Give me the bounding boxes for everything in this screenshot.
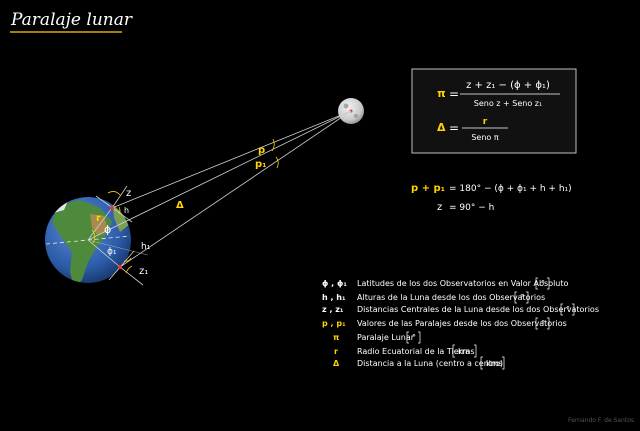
legend-text: Radio Ecuatorial de la Tierra bbox=[357, 347, 470, 356]
legend-unit: kms bbox=[458, 347, 475, 356]
legend-item: r Radio Ecuatorial de la Tierra kms bbox=[334, 344, 477, 358]
equation-1-rhs: = 180° − (ϕ + ϕ₁ + h + h₁) bbox=[449, 184, 572, 194]
formula-eq-2: = bbox=[449, 121, 459, 135]
legend-symbol: h , h₁ bbox=[322, 293, 346, 302]
arc-h bbox=[118, 206, 121, 215]
legend-unit: ° bbox=[541, 319, 545, 328]
legend-text: Distancias Centrales de la Luna desde lo… bbox=[357, 305, 599, 314]
arc-h1 bbox=[123, 257, 132, 262]
formula-eq-1: = bbox=[449, 87, 459, 101]
zenith-line-upper bbox=[111, 185, 128, 209]
label-z1: z₁ bbox=[139, 266, 148, 277]
legend-unit: ° bbox=[520, 293, 524, 302]
sight-line-center bbox=[87, 110, 352, 241]
legend-symbol: Δ bbox=[333, 359, 340, 368]
observatory-lower bbox=[118, 265, 122, 269]
arc-p bbox=[271, 138, 275, 152]
label-phi1: ϕ₁ bbox=[107, 247, 117, 257]
arc-p1 bbox=[275, 156, 279, 169]
zenith-line-lower bbox=[119, 266, 144, 286]
formula-numerator-1: z + z₁ − (ϕ + ϕ₁) bbox=[466, 80, 550, 91]
equation-2-rhs: = 90° − h bbox=[449, 203, 494, 213]
legend-unit: ° bbox=[541, 279, 545, 288]
legend-symbol: π bbox=[333, 333, 339, 342]
formula-pi-symbol: π bbox=[437, 87, 446, 100]
label-h: h bbox=[124, 206, 129, 215]
arc-z bbox=[107, 191, 121, 196]
legend-item: z , z₁ Distancias Centrales de la Luna d… bbox=[322, 303, 599, 316]
legend-text: Alturas de la Luna desde los dos Observa… bbox=[357, 293, 545, 302]
observatory-upper bbox=[110, 206, 114, 210]
legend-item: Δ Distancia a la Luna (centro a centro) … bbox=[333, 356, 505, 370]
legend-symbol: z , z₁ bbox=[322, 305, 344, 314]
label-z: z bbox=[126, 188, 131, 199]
label-delta: Δ bbox=[176, 200, 184, 211]
legend-unit: kms bbox=[486, 359, 503, 368]
legend-item: π Paralaje Lunar ° bbox=[333, 331, 421, 344]
formula-denominator-2: Seno π bbox=[471, 133, 499, 142]
arc-z1 bbox=[125, 265, 133, 274]
formula-denominator-1: Seno z + Seno z₁ bbox=[474, 99, 542, 108]
legend-symbol: ϕ , ϕ₁ bbox=[322, 279, 347, 288]
legend-text: Valores de las Paralajes desde los dos O… bbox=[357, 319, 567, 328]
label-p1: p₁ bbox=[255, 159, 267, 170]
earth-globe bbox=[45, 197, 131, 283]
label-phi: ϕ bbox=[104, 223, 111, 236]
equation-1-lhs: p + p₁ bbox=[411, 183, 445, 194]
formula-delta-symbol: Δ bbox=[437, 121, 446, 134]
legend-unit: ° bbox=[412, 333, 416, 342]
legend-text: Distancia a la Luna (centro a centro) bbox=[357, 359, 503, 368]
label-h1: h₁ bbox=[141, 242, 151, 252]
page-title: Paralaje lunar bbox=[10, 10, 133, 30]
legend-symbol: r bbox=[334, 347, 338, 356]
radius-upper bbox=[87, 207, 113, 241]
legend-item: p , p₁ Valores de las Paralajes desde lo… bbox=[322, 317, 567, 330]
equator-extension bbox=[87, 239, 149, 256]
legend-text: Latitudes de los dos Observatorios en Va… bbox=[357, 279, 569, 288]
radius-lower bbox=[87, 239, 121, 268]
horizon-lower bbox=[108, 250, 135, 281]
arc-phi bbox=[91, 229, 96, 244]
legend: ϕ , ϕ₁ Latitudes de los dos Observatorio… bbox=[322, 277, 599, 370]
equation-2-lhs: z bbox=[437, 202, 442, 213]
author-credit: Fernando F. de Santos bbox=[568, 417, 634, 424]
sight-line-lower bbox=[119, 110, 352, 268]
formula-box: π = z + z₁ − (ϕ + ϕ₁) Seno z + Seno z₁ Δ… bbox=[411, 68, 577, 154]
legend-item: h , h₁ Alturas de la Luna desde los dos … bbox=[322, 291, 545, 304]
formula-numerator-2: r bbox=[483, 117, 488, 127]
label-p: p bbox=[258, 145, 265, 156]
legend-text: Paralaje Lunar bbox=[357, 333, 415, 342]
horizon-upper bbox=[95, 195, 133, 223]
legend-symbol: p , p₁ bbox=[322, 319, 346, 328]
legend-unit: ° bbox=[566, 305, 570, 314]
sight-line-upper bbox=[111, 110, 352, 209]
label-r: r bbox=[96, 213, 101, 224]
legend-item: ϕ , ϕ₁ Latitudes de los dos Observatorio… bbox=[322, 277, 569, 290]
equations: p + p₁ = 180° − (ϕ + ϕ₁ + h + h₁) z = 90… bbox=[411, 183, 572, 213]
